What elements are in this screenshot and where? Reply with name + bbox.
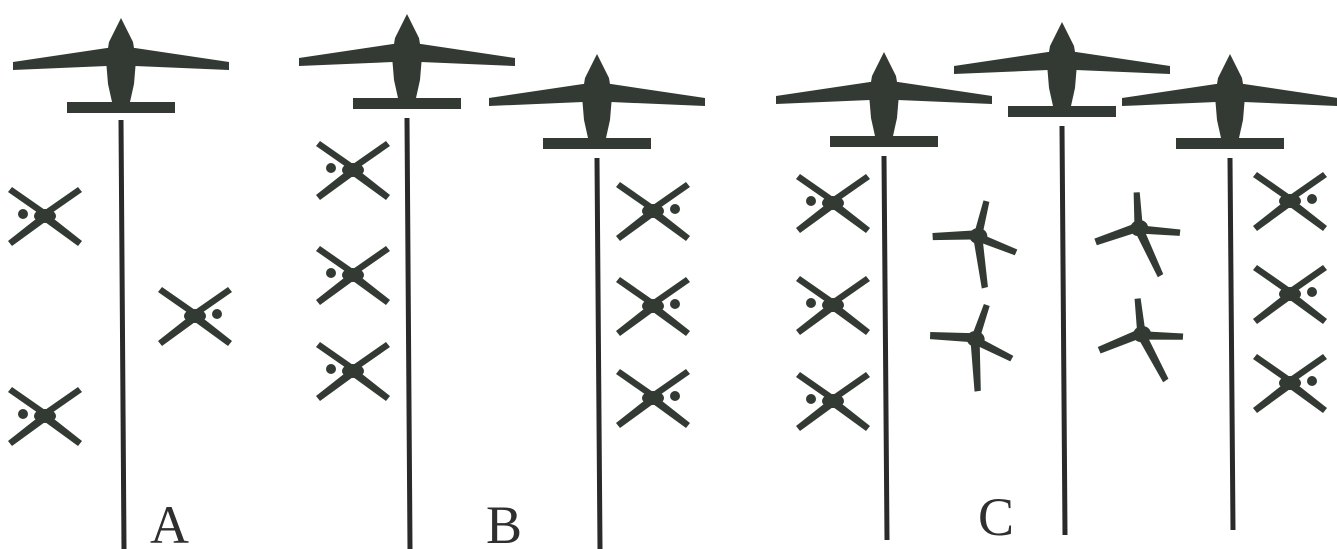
parachutist-c5	[921, 296, 1021, 398]
parachutist-b5	[616, 277, 690, 336]
parachutist-c7	[1088, 289, 1194, 396]
parachutist-a3	[8, 387, 82, 446]
parachutist-a1	[8, 187, 82, 246]
panel-label-b: B	[486, 498, 522, 549]
parachutist-b4	[616, 182, 690, 241]
parachutist-c6	[1087, 185, 1189, 289]
parachutist-a2	[158, 287, 232, 346]
static-line-a	[121, 120, 124, 549]
parachutist-c2	[796, 276, 870, 335]
static-line-b1	[407, 118, 410, 549]
parachutist-c8	[1253, 172, 1327, 231]
parachutist-c10	[1253, 354, 1327, 413]
static-line-c1	[884, 156, 887, 540]
parachutist-b3	[316, 342, 390, 401]
parachutist-c3	[796, 372, 870, 431]
panel-label-c: C	[978, 490, 1014, 544]
static-line-c2	[1062, 126, 1065, 535]
parachutist-b6	[616, 369, 690, 428]
panel-label-a: A	[150, 498, 189, 549]
parachutist-b2	[316, 246, 390, 305]
aircraft-b1	[299, 14, 515, 109]
static-line-b2	[597, 158, 600, 549]
aircraft-b2	[489, 54, 705, 149]
static-line-c3	[1230, 158, 1233, 530]
parachutist-c9	[1253, 265, 1327, 324]
parachutist-c1	[796, 174, 870, 233]
parachutist-c4	[928, 196, 1021, 291]
aircraft-a	[13, 18, 229, 113]
parachutist-b1	[316, 141, 390, 200]
